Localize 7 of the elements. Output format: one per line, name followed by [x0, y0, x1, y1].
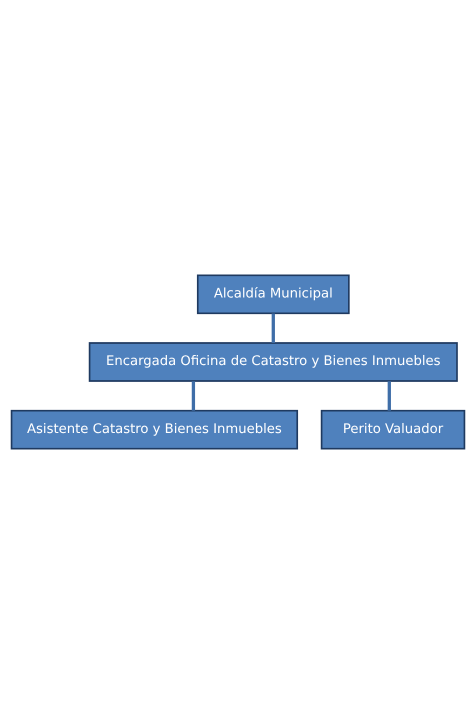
connector [388, 381, 391, 411]
node-box: Asistente Catastro y Bienes Inmuebles [10, 410, 298, 450]
node-box: Alcaldía Municipal [196, 274, 350, 314]
node-box: Encargada Oficina de Catastro y Bienes Inmuebles [88, 342, 458, 382]
connector [272, 314, 275, 343]
node-box: Perito Valuador [320, 410, 466, 450]
connector [192, 381, 196, 411]
